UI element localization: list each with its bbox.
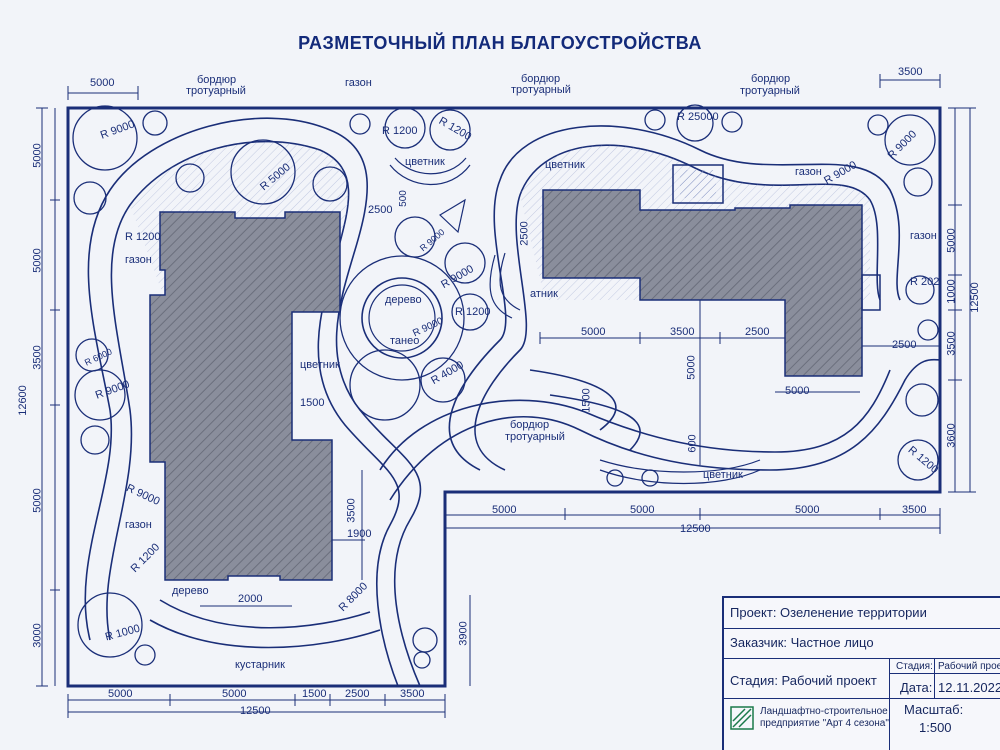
dimension-label: 3600	[945, 423, 958, 448]
label-border: бордюр	[197, 74, 237, 86]
label-border: бордюр	[521, 73, 561, 85]
label-border: бордюр	[751, 73, 791, 85]
title-block: Проект: Озеленение территории Заказчик: …	[722, 596, 1000, 750]
dimension-label: 3000	[31, 623, 44, 648]
dimension-label: 5000	[222, 688, 247, 700]
dimension-label: 5000	[785, 385, 810, 397]
dimension-label: 1500	[580, 388, 593, 413]
dimension-label: 5000	[108, 688, 133, 700]
label-flowerbed: цветник	[545, 159, 585, 171]
label-lawn: газон	[345, 77, 372, 89]
site-boundary	[66, 106, 942, 688]
project-name: Проект: Озеленение территории	[730, 605, 927, 620]
dimension-label: 12500	[240, 705, 271, 717]
label-border-type: тротуарный	[186, 85, 246, 97]
dimension-label: 5000	[795, 504, 820, 516]
dimension-label: 3500	[400, 688, 425, 700]
label-border-type: тротуарный	[511, 84, 571, 96]
slope-arrow	[439, 198, 466, 234]
scale-value: 1:500	[919, 720, 952, 735]
dimension-label: 600	[686, 434, 699, 453]
label-border-type: тротуарный	[505, 431, 565, 443]
stage-small-value: Рабочий проект	[938, 661, 1000, 672]
date-value: 12.11.2022	[938, 680, 1000, 695]
center-roundabout	[339, 255, 465, 381]
dimension-label: 5000	[630, 504, 655, 516]
label-tree: дерево	[172, 585, 209, 597]
trees	[72, 104, 939, 669]
label-border-type: тротуарный	[740, 85, 800, 97]
dimension-label: 3500	[670, 326, 695, 338]
dimension-label: 1000	[945, 279, 958, 304]
scale-label: Масштаб:	[904, 702, 964, 717]
dimension-label: 2500	[368, 204, 393, 216]
label-lawn: газон	[125, 519, 152, 531]
dimension-label: 12500	[968, 282, 981, 313]
customer-name: Заказчик: Частное лицо	[730, 635, 874, 650]
flower-beds	[389, 157, 761, 485]
dimension-label: 5000	[685, 355, 698, 380]
label-flowerbed: цветник	[703, 469, 743, 481]
dimension-label: 2500	[345, 688, 370, 700]
date-label: Дата:	[900, 680, 933, 695]
annex	[672, 164, 724, 204]
stage-small-label: Стадия:	[896, 661, 933, 672]
second-house	[542, 189, 863, 377]
dimension-label: 500	[397, 190, 409, 207]
dimension-label: 12500	[680, 523, 711, 535]
dimension-label: 12600	[16, 385, 29, 416]
label-atnik: атник	[530, 288, 558, 300]
radius-label: R 1200	[125, 231, 161, 243]
label-tree: дерево	[385, 294, 422, 306]
dimension-label: 5000	[31, 143, 44, 168]
company-name-line1: Ландшафтно-строительное	[760, 706, 888, 717]
dimension-label: 5000	[31, 248, 44, 273]
dimension-label: 2500	[745, 326, 770, 338]
label-flowerbed: цветник	[405, 156, 445, 168]
dimension-label: 3500	[902, 504, 927, 516]
dimension-label: 2000	[238, 593, 263, 605]
label-flowerbed: цветник	[300, 359, 340, 371]
plan-title: РАЗМЕТОЧНЫЙ ПЛАН БЛАГОУСТРОЙСТВА	[298, 33, 702, 53]
label-shade: танео	[390, 335, 420, 347]
dimension-label: 3900	[457, 621, 470, 646]
dimension-label: 5000	[581, 326, 606, 338]
buildings	[149, 164, 881, 581]
label-lawn: газон	[910, 230, 937, 242]
dimension-label: 1500	[302, 688, 327, 700]
dimension-label: 5000	[90, 77, 115, 89]
dimension-label: 5000	[31, 488, 44, 513]
project-stage: Стадия: Рабочий проект	[730, 673, 877, 688]
dimension-label: 2500	[892, 339, 917, 351]
dimension-label: 3500	[345, 498, 358, 523]
radius-label: R 1200	[455, 306, 491, 318]
main-house	[149, 211, 341, 581]
dimension-label: 2500	[518, 221, 531, 246]
dimension-label: 3500	[31, 345, 44, 370]
dimension-label: 5000	[945, 228, 958, 253]
label-lawn: газон	[795, 166, 822, 178]
dimension-label: 1500	[300, 397, 325, 409]
dimension-label: 3500	[898, 66, 923, 78]
radius-label: R 1200	[382, 125, 418, 137]
company-name-line2: предприятие "Арт 4 сезона"	[760, 718, 889, 729]
label-lawn: газон	[125, 254, 152, 266]
company-logo-icon	[730, 706, 754, 730]
label-shrub: кустарник	[235, 659, 285, 671]
dimension-label: 5000	[492, 504, 517, 516]
radius-label: R 25000	[677, 111, 719, 123]
dimension-label: 3500	[945, 331, 958, 356]
radius-label: R 202	[910, 276, 940, 288]
label-border: бордюр	[510, 419, 550, 431]
dimension-label: 1900	[347, 528, 372, 540]
